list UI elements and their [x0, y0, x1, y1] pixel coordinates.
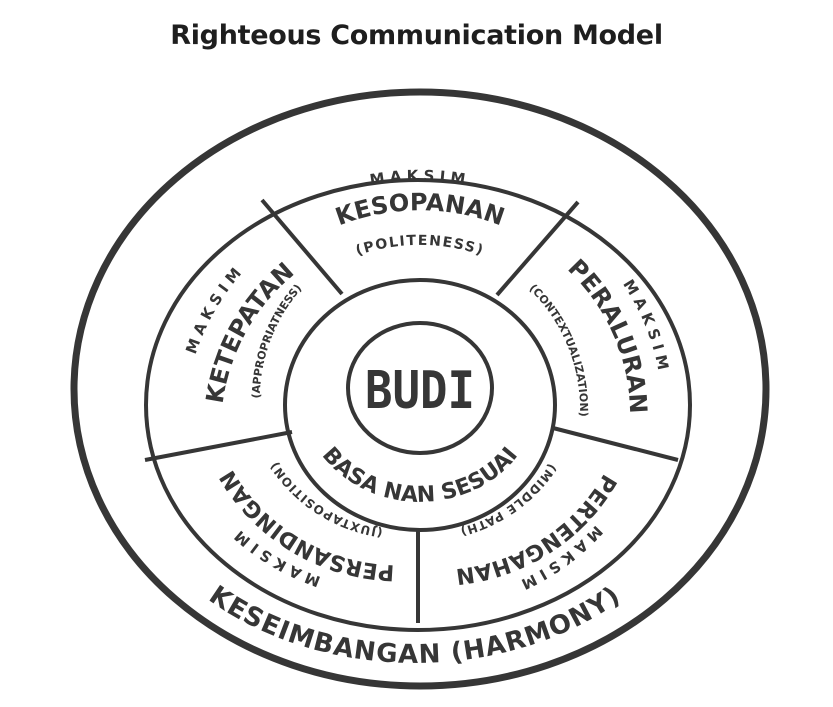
segment-top-translation-path: (POLITENESS) — [354, 233, 485, 259]
segment-top-name: KESOPANAN — [332, 188, 508, 231]
segment-top-translation: (POLITENESS) — [354, 233, 486, 259]
segment-right-translation-path: (CONTEXTUALIZATION) — [527, 282, 590, 417]
divider-top-right — [495, 200, 580, 297]
segment-top-prefix-path: MAKSIM — [368, 167, 466, 189]
diagram-title: Righteous Communication Model — [170, 20, 663, 51]
middle-ellipse — [144, 178, 692, 632]
divider-left — [144, 430, 293, 462]
segment-top-prefix: MAKSIM — [368, 167, 471, 189]
core-label: BUDI — [365, 361, 475, 421]
core-ellipse — [346, 321, 494, 455]
segment-right-translation: (CONTEXTUALIZATION) — [527, 282, 590, 417]
segment-top-name-path: KESOPANAN — [332, 188, 508, 231]
segment-left-name-path: KETEPATAN — [201, 257, 299, 405]
divider-top-left — [260, 198, 344, 296]
segment-left-name: KETEPATAN — [201, 257, 299, 405]
outer-ellipse — [70, 88, 770, 690]
divider-right — [552, 426, 679, 462]
